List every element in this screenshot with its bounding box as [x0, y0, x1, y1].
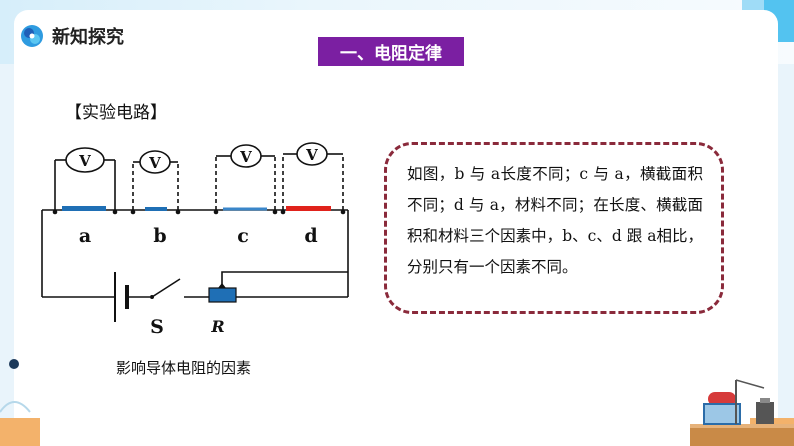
segment-label-b: b	[153, 225, 166, 247]
rheostat-label: R	[210, 317, 224, 336]
slider-arrow-icon	[218, 283, 226, 288]
decor-left	[0, 359, 31, 413]
voltmeter-c-symbol: V	[239, 148, 252, 166]
floor-inner	[40, 418, 750, 446]
junction-dot	[175, 209, 181, 215]
voltmeter-b-symbol: V	[148, 154, 161, 172]
brand-title: 新知探究	[52, 27, 124, 48]
segment-label-a: a	[79, 225, 91, 247]
junction-dot	[272, 209, 278, 215]
switch-pivot	[150, 295, 154, 299]
junction-dot	[340, 209, 346, 215]
conductor-segment-a	[62, 206, 106, 211]
junction-dot	[112, 209, 118, 215]
voltmeter-d-symbol: V	[305, 146, 318, 164]
brand: 新知探究	[20, 20, 124, 52]
voltmeter-a-symbol: V	[78, 152, 91, 170]
explanation-text: 如图，b 与 a长度不同；c 与 a，横截面积不同；d 与 a，材料不同；在长度…	[407, 165, 703, 276]
conductor-segment-b	[145, 207, 167, 211]
junction-dot	[280, 209, 286, 215]
rheostat-body	[208, 287, 237, 303]
switch-label: S	[150, 316, 164, 338]
segment-label-c: c	[237, 225, 249, 247]
voltmeter-d	[296, 142, 328, 166]
voltmeter-c	[230, 144, 262, 168]
experiment-caption: 影响导体电阻的因素	[116, 359, 252, 377]
voltmeter-b	[139, 150, 171, 174]
section-title: 一、电阻定律	[318, 37, 464, 66]
junction-dot	[52, 209, 58, 215]
experiment-heading: 【实验电路】	[65, 103, 167, 123]
conductor-segment-d	[286, 206, 331, 211]
junction-dot	[213, 209, 219, 215]
explanation-box: 如图，b 与 a长度不同；c 与 a，横截面积不同；d 与 a，材料不同；在长度…	[384, 142, 724, 314]
brand-logo-icon	[21, 25, 43, 47]
segment-label-d: d	[304, 225, 317, 247]
junction-dot	[130, 209, 136, 215]
conductor-segment-c	[223, 207, 267, 211]
lab-apparatus-illustration	[690, 379, 794, 446]
voltmeter-a	[65, 147, 105, 173]
slide-panel	[14, 10, 778, 440]
